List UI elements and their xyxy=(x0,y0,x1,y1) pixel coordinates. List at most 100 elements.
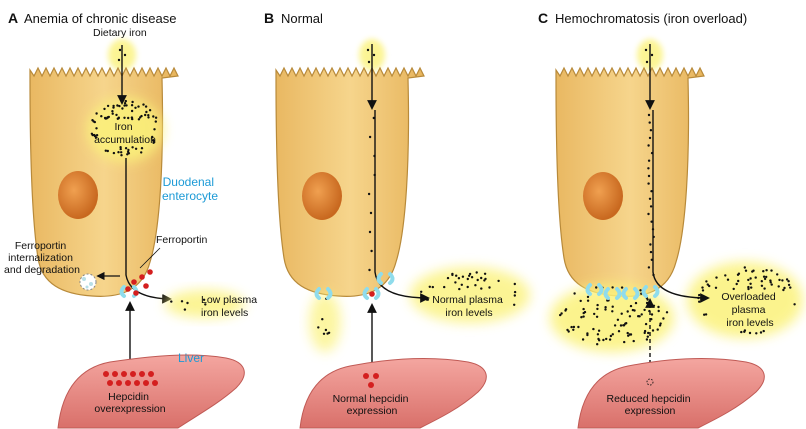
panel-a-letter: A xyxy=(8,10,18,26)
iron-particle xyxy=(648,175,650,177)
iron-particle xyxy=(765,276,767,278)
iron-particle xyxy=(596,304,598,306)
ferroportin-label: Ferroportin xyxy=(156,234,208,246)
iron-particle xyxy=(147,269,153,275)
dietary-iron-label: Dietary iron xyxy=(93,27,147,39)
iron-particle xyxy=(103,108,105,110)
iron-particle xyxy=(633,309,635,311)
iron-particle xyxy=(184,308,186,310)
iron-particle xyxy=(605,338,607,340)
iron-particle xyxy=(705,280,707,282)
iron-particle xyxy=(647,182,649,184)
iron-particle xyxy=(119,49,121,51)
iron-particle xyxy=(724,274,726,276)
iron-particle xyxy=(373,373,379,379)
iron-particle xyxy=(568,330,570,332)
iron-particle xyxy=(145,111,147,113)
iron-particle xyxy=(587,300,589,302)
panel-a-title: Anemia of chronic disease xyxy=(24,11,176,26)
iron-particle xyxy=(476,271,478,273)
iron-particle xyxy=(666,311,668,313)
iron-particle xyxy=(662,317,664,319)
iron-particle xyxy=(570,326,572,328)
iron-particle xyxy=(321,318,323,320)
iron-particle xyxy=(143,283,149,289)
iron-particle xyxy=(778,279,780,281)
iron-particle xyxy=(118,117,120,119)
iron-particle xyxy=(155,117,157,119)
iron-particle xyxy=(368,61,370,63)
iron-particle xyxy=(598,339,600,341)
iron-particle xyxy=(370,212,372,214)
iron-particle xyxy=(737,274,739,276)
iron-particle xyxy=(651,54,653,56)
iron-particle xyxy=(627,332,629,334)
iron-particle xyxy=(749,277,751,279)
ferroportin-internalization-label: Ferroportin internalization and degradat… xyxy=(4,240,80,276)
iron-particle xyxy=(91,133,93,135)
iron-particle xyxy=(788,284,790,286)
iron-particle xyxy=(477,279,479,281)
iron-particle xyxy=(611,310,613,312)
iron-particle xyxy=(646,61,648,63)
iron-particle xyxy=(657,328,659,330)
iron-particle xyxy=(657,306,659,308)
iron-particle xyxy=(514,291,516,293)
panel-b-title: Normal xyxy=(281,11,323,26)
iron-particle xyxy=(733,288,735,290)
iron-particle xyxy=(659,322,661,324)
iron-particle xyxy=(142,103,144,105)
iron-particle xyxy=(103,371,109,377)
iron-particle xyxy=(139,116,141,118)
iron-particle xyxy=(170,300,172,302)
iron-particle xyxy=(484,278,486,280)
iron-particle xyxy=(715,287,717,289)
iron-particle xyxy=(368,193,370,195)
iron-particle xyxy=(755,332,757,334)
panel-c-letter: C xyxy=(538,10,548,26)
iron-particle xyxy=(621,286,623,288)
iron-particle xyxy=(124,54,126,56)
iron-particle xyxy=(650,129,652,131)
iron-particle xyxy=(620,324,622,326)
iron-particle xyxy=(650,205,652,207)
iron-particle xyxy=(125,100,127,102)
iron-particle xyxy=(604,306,606,308)
iron-particle xyxy=(134,380,140,386)
iron-particle xyxy=(147,114,149,116)
iron-particle xyxy=(427,299,429,301)
iron-particle xyxy=(769,279,771,281)
iron-particle xyxy=(573,292,575,294)
iron-particle xyxy=(595,286,597,288)
iron-particle xyxy=(582,315,584,317)
iron-particle xyxy=(651,313,653,315)
iron-particle xyxy=(420,291,422,293)
iron-particle xyxy=(455,275,457,277)
iron-particle xyxy=(148,371,154,377)
iron-particle xyxy=(703,314,705,316)
iron-particle xyxy=(565,308,567,310)
iron-particle xyxy=(761,280,763,282)
iron-particle xyxy=(593,313,595,315)
iron-particle xyxy=(658,310,660,312)
iron-particle xyxy=(623,341,625,343)
iron-particle xyxy=(625,322,627,324)
nucleus-b xyxy=(302,172,342,220)
iron-particle xyxy=(135,148,137,150)
iron-particle xyxy=(131,104,133,106)
iron-particle xyxy=(141,147,143,149)
iron-particle xyxy=(778,285,780,287)
panel-b-letter: B xyxy=(264,10,274,26)
iron-particle xyxy=(653,305,655,307)
iron-particle xyxy=(635,302,637,304)
iron-particle xyxy=(181,300,183,302)
iron-particle xyxy=(125,147,127,149)
iron-particle xyxy=(582,338,584,340)
iron-particle xyxy=(111,110,113,112)
iron-particle xyxy=(140,151,142,153)
iron-particle xyxy=(123,117,125,119)
iron-particle xyxy=(120,154,122,156)
iron-particle xyxy=(577,326,579,328)
iron-particle xyxy=(761,285,763,287)
